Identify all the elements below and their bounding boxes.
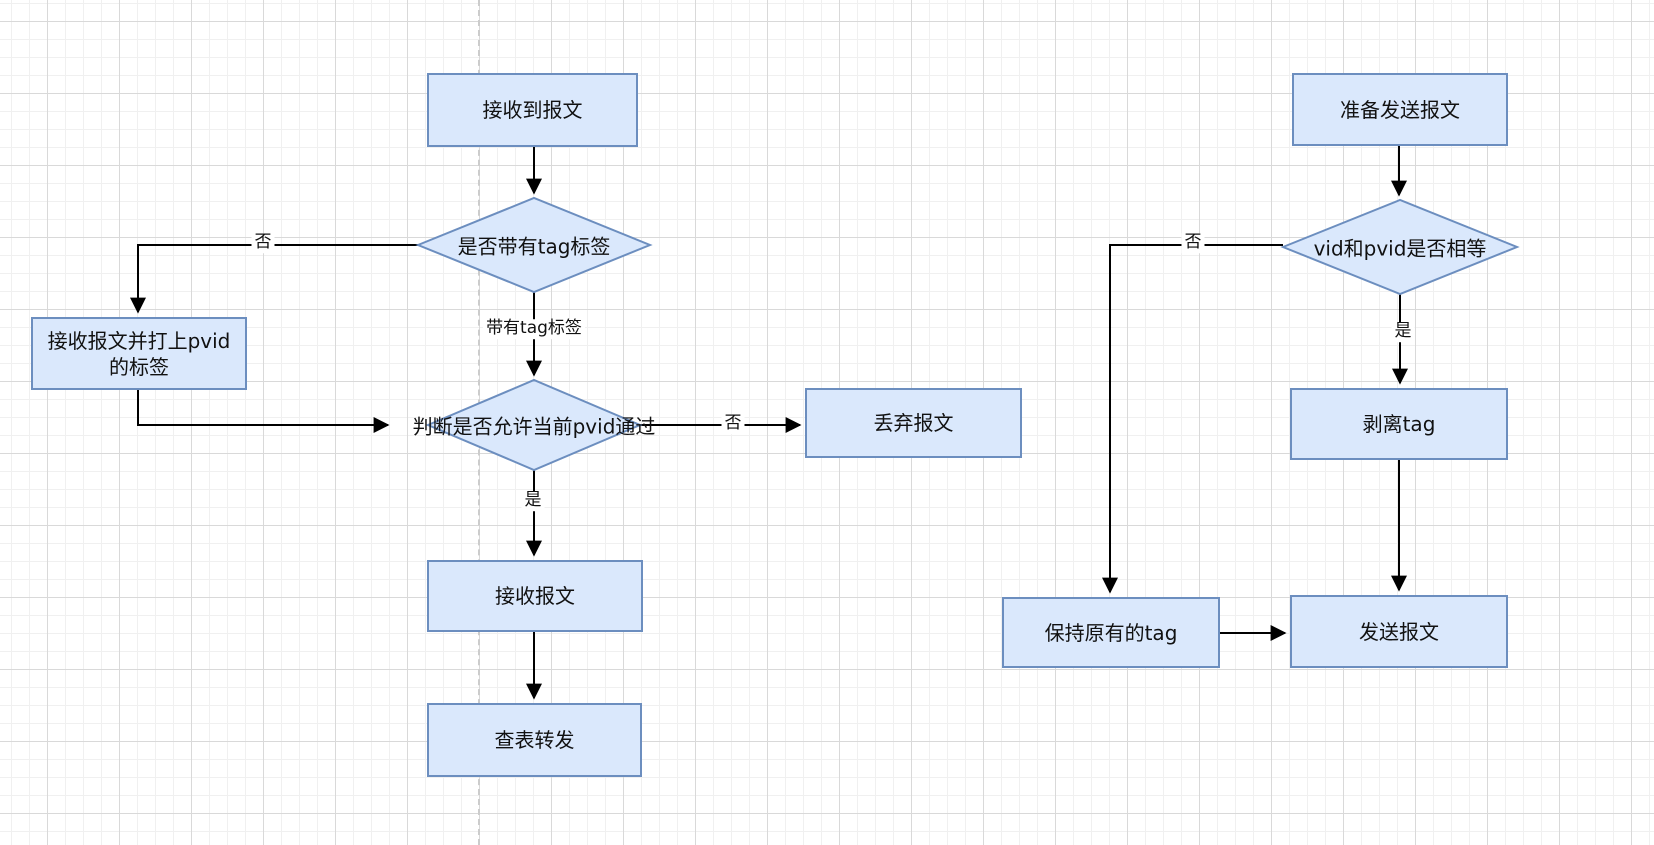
decision-vid-pvid-shape[interactable] <box>1280 198 1520 296</box>
node-strip-tag[interactable]: 剥离tag <box>1290 388 1508 460</box>
edge-videqual-no-to-keeptag[interactable] <box>1102 244 1283 594</box>
node-lookup-forward[interactable]: 查表转发 <box>427 703 642 777</box>
edge-label-no-hastag: 否 <box>251 233 275 253</box>
decision-pvid-allowed-shape[interactable] <box>425 378 643 472</box>
edge-label-no-discard: 否 <box>721 414 745 434</box>
edge-label-no-keeptag: 否 <box>1181 233 1205 253</box>
decision-vid-pvid-label: vid和pvid是否相等 <box>1313 236 1487 261</box>
edge-hastag-no-to-pvidtag[interactable] <box>130 244 418 314</box>
node-discard-packet[interactable]: 丢弃报文 <box>805 388 1022 458</box>
edge-label-yes-striptag: 是 <box>1391 322 1415 342</box>
node-receive-packet[interactable]: 接收报文 <box>427 560 643 632</box>
node-prepare-send[interactable]: 准备发送报文 <box>1292 73 1508 146</box>
edge-pvidtag-to-allowed[interactable] <box>137 390 390 433</box>
node-keep-tag[interactable]: 保持原有的tag <box>1002 597 1220 668</box>
node-tag-with-pvid[interactable]: 接收报文并打上pvid 的标签 <box>31 317 247 390</box>
node-send-packet[interactable]: 发送报文 <box>1290 595 1508 668</box>
decision-has-tag-shape[interactable] <box>415 196 653 294</box>
decision-has-tag-label: 是否带有tag标签 <box>457 234 611 259</box>
edge-label-yes-receive: 是 <box>521 491 545 511</box>
decision-pvid-allowed-label: 判断是否允许当前pvid通过 <box>412 414 656 439</box>
edge-label-has-tag: 带有tag标签 <box>483 319 585 339</box>
node-received-packet[interactable]: 接收到报文 <box>427 73 638 147</box>
